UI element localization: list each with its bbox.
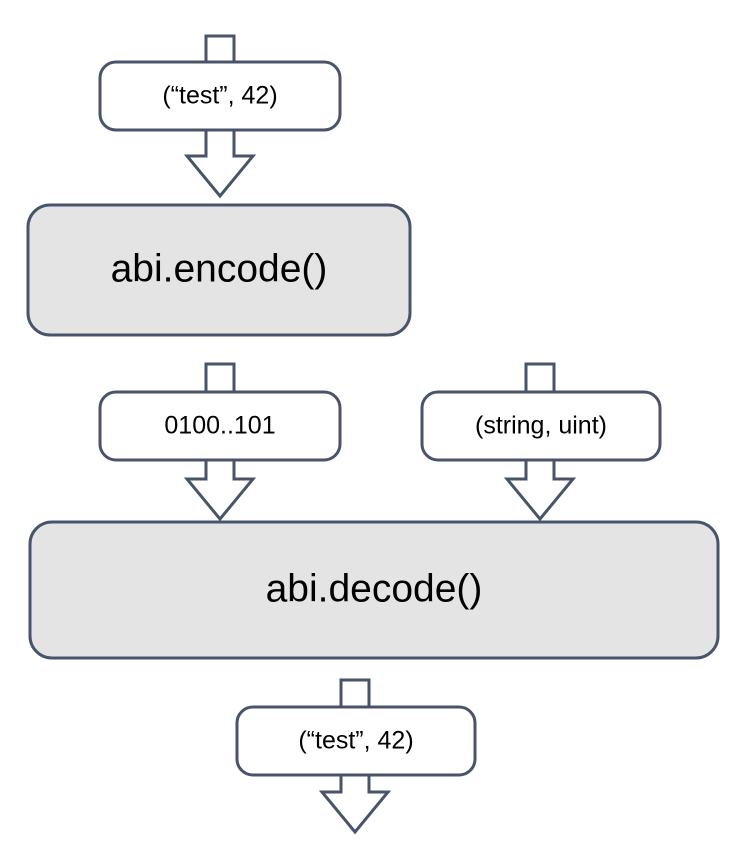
connector-arrow <box>183 459 257 522</box>
connector-arrow <box>503 459 577 522</box>
connector-arrow <box>183 129 257 199</box>
connector-stub <box>524 362 556 394</box>
diagram-node-input-tuple: (“test”, 42) <box>98 60 342 132</box>
node-label-encoded-bytes: 0100..101 <box>164 412 275 440</box>
node-label-input-tuple: (“test”, 42) <box>162 82 277 110</box>
process-box <box>26 203 412 337</box>
diagram-node-output-tuple: (“test”, 42) <box>235 705 477 777</box>
node-layer: (“test”, 42) abi.encode() 0100..101 (string… <box>26 60 720 777</box>
connector-stub <box>204 362 236 394</box>
diagram-node-abi-encode: abi.encode() <box>26 203 412 337</box>
diagram-node-type-signature: (string, uint) <box>420 390 662 462</box>
connector-arrow <box>318 773 392 835</box>
connector-stub <box>339 678 371 709</box>
node-label-abi-decode: abi.decode() <box>266 567 483 610</box>
process-box <box>28 520 720 660</box>
node-label-output-tuple: (“test”, 42) <box>298 727 413 755</box>
data-box <box>420 390 662 462</box>
node-label-abi-encode: abi.encode() <box>111 247 328 290</box>
data-box <box>98 60 342 132</box>
data-box <box>235 705 477 777</box>
data-box <box>98 390 342 462</box>
node-label-type-signature: (string, uint) <box>475 412 607 440</box>
connector-stub <box>204 34 236 64</box>
diagram-node-encoded-bytes: 0100..101 <box>98 390 342 462</box>
diagram-node-abi-decode: abi.decode() <box>28 520 720 660</box>
connector-layer <box>183 34 577 835</box>
